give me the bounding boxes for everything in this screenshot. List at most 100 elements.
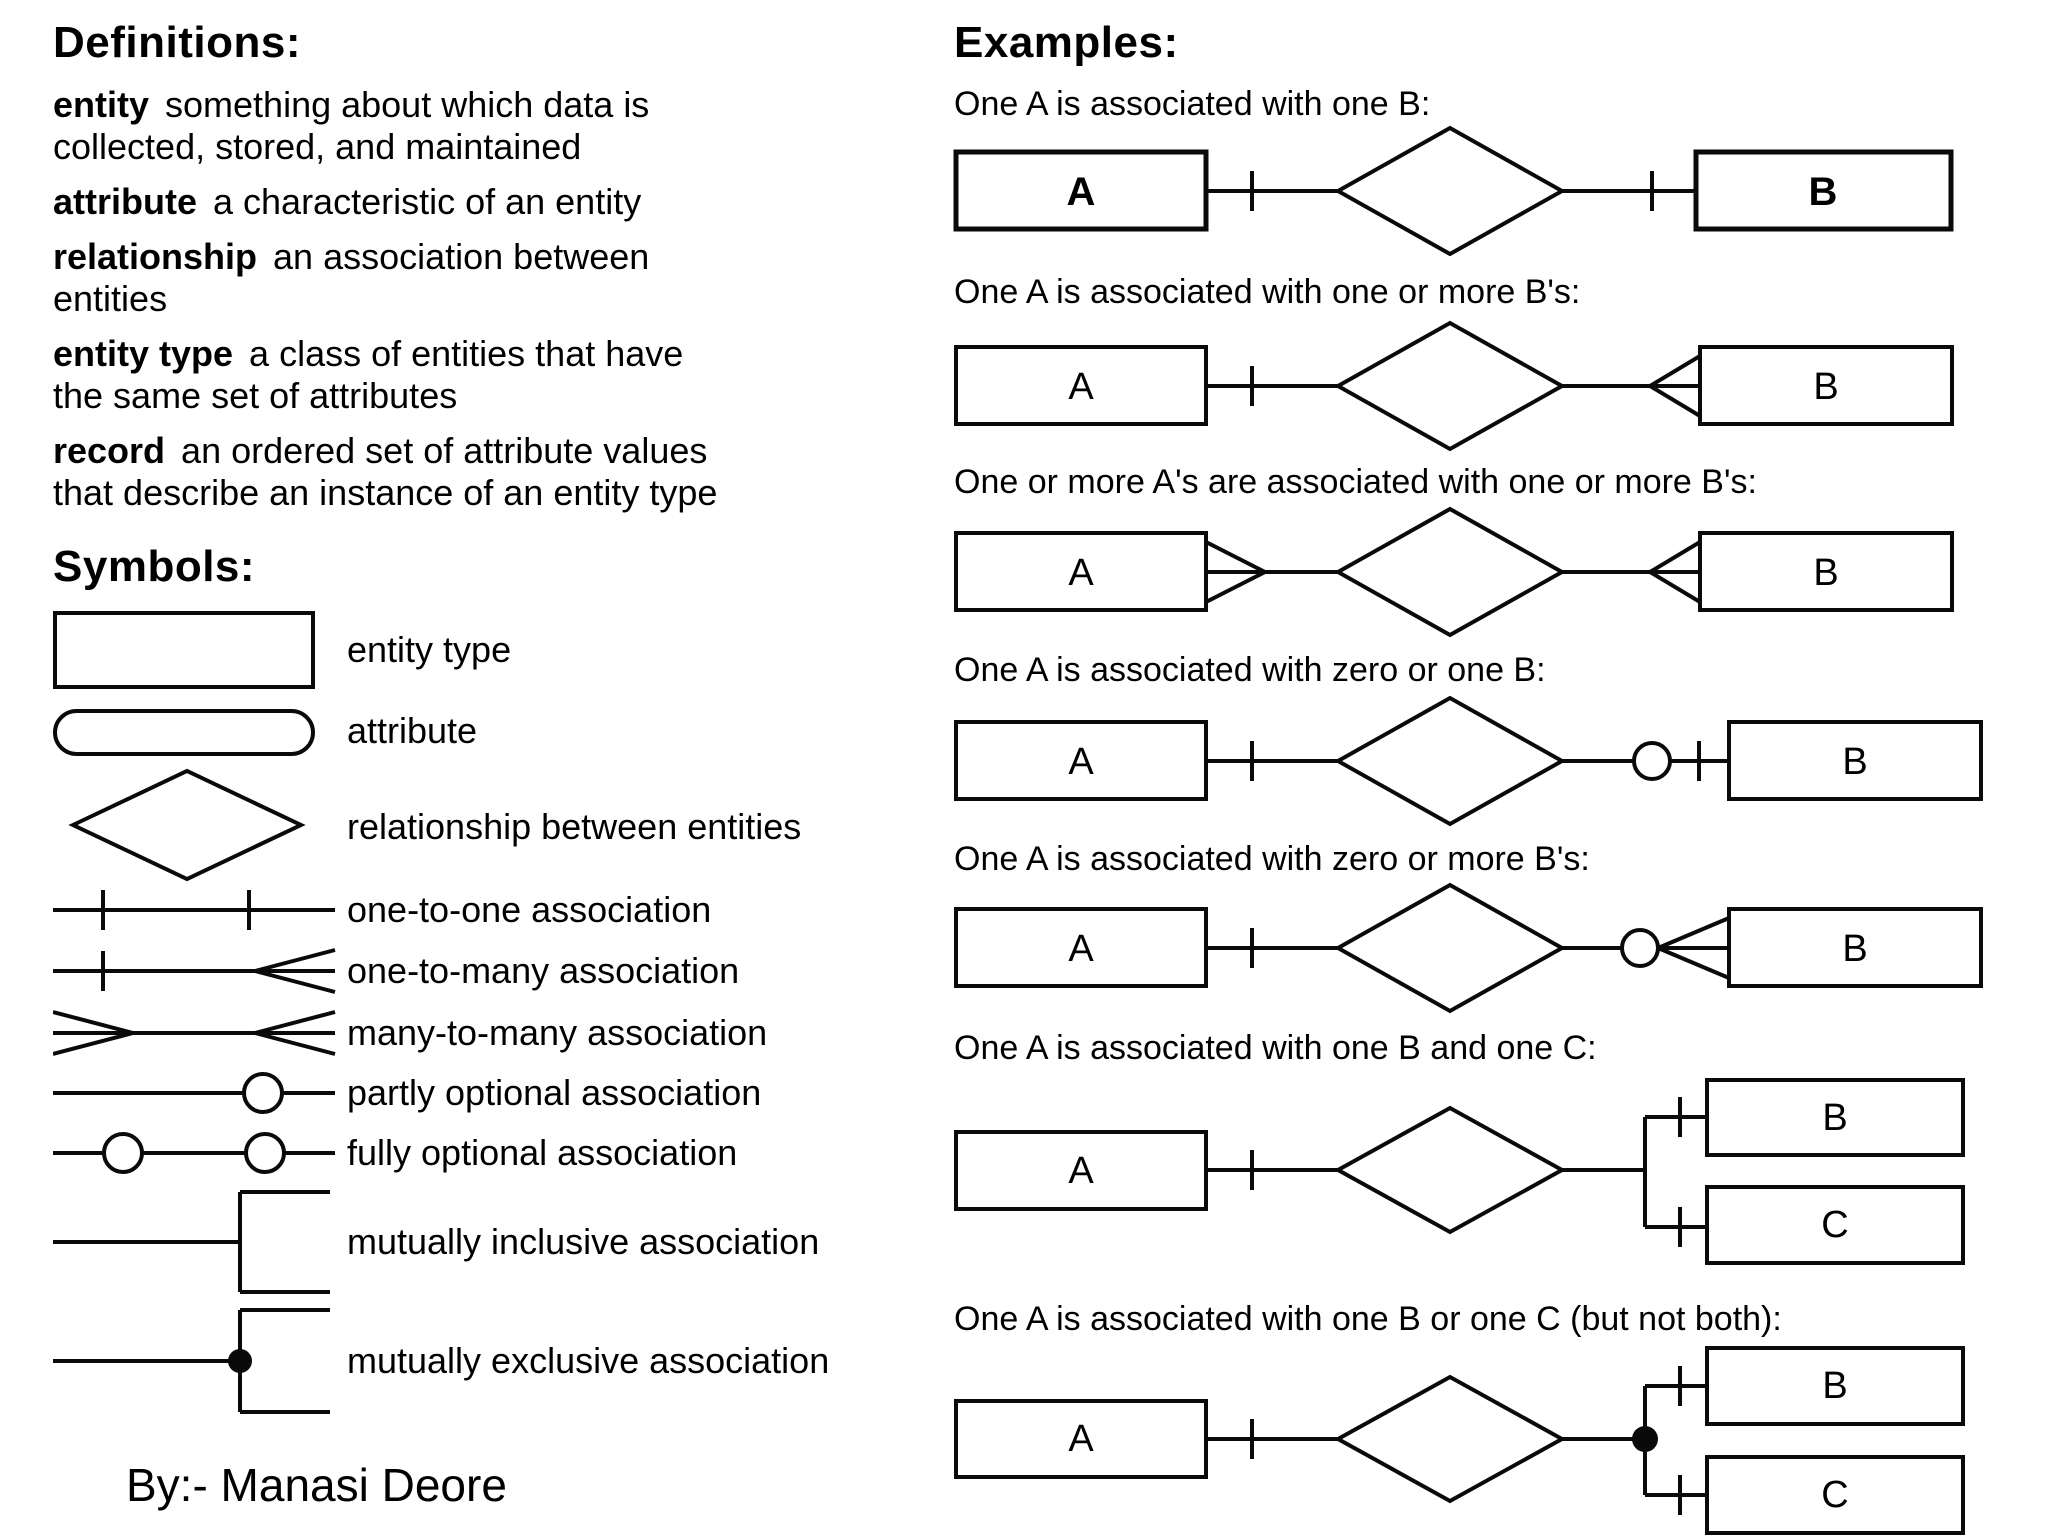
example-caption: One A is associated with one or more B's… — [954, 273, 1581, 311]
relationship-diamond — [1333, 695, 1567, 827]
entity-label-b: B — [1822, 1365, 1847, 1407]
example-diagram-many-to-many: A B — [954, 506, 1954, 638]
definition-term: entity type — [53, 333, 234, 374]
relationship-diamond — [1333, 1374, 1567, 1504]
example-diagram-inclusive-branch: B A C — [954, 1078, 1965, 1265]
entity-box-c — [1705, 1185, 1965, 1265]
entity-box-c — [1705, 1455, 1965, 1535]
definition-text-line2: the same set of attributes — [53, 375, 458, 416]
optional-circle — [1632, 741, 1672, 781]
definition-entity: entity something about which data is coll… — [53, 84, 913, 168]
example-diagram-zero-or-more: A B — [954, 882, 1983, 1014]
crow-foot — [1648, 570, 1702, 604]
crow-foot — [1657, 916, 1730, 950]
crow-foot — [1657, 946, 1730, 980]
attribute-rounded-rectangle-icon — [53, 709, 315, 756]
definitions-list: entity something about which data is coll… — [53, 84, 913, 527]
example-caption: One A is associated with one B or one C … — [954, 1300, 1782, 1338]
relationship-diamond — [1333, 125, 1567, 257]
entity-label-b: B — [1822, 1097, 1847, 1139]
crow-foot — [1205, 540, 1266, 574]
symbol-label: mutually exclusive association — [347, 1340, 830, 1381]
symbol-label: mutually inclusive association — [347, 1221, 820, 1262]
entity-label-a: A — [1068, 552, 1094, 594]
mutually-inclusive-bracket-icon — [53, 1190, 330, 1294]
definition-text: an ordered set of attribute values — [181, 430, 708, 471]
entity-box-a — [954, 345, 1208, 426]
example-caption: One A is associated with zero or one B: — [954, 651, 1546, 689]
definition-term: relationship — [53, 236, 258, 277]
example-diagram-one-to-many: A B — [954, 320, 1954, 452]
example-caption: One A is associated with one B and one C… — [954, 1029, 1597, 1067]
definition-term: record — [53, 430, 166, 471]
definition-text: a class of entities that have — [249, 333, 684, 374]
relationship-diamond — [1333, 882, 1567, 1014]
entity-box-a — [954, 531, 1208, 612]
definition-entity-type: entity type a class of entities that have… — [53, 333, 913, 417]
crow-foot — [1648, 354, 1702, 388]
entity-label-a: A — [1068, 928, 1094, 970]
entity-label-a: A — [1067, 170, 1096, 214]
entity-type-rectangle-icon — [53, 611, 315, 689]
symbol-label: entity type — [347, 629, 512, 670]
crow-foot — [1648, 540, 1702, 574]
entity-label-b: B — [1813, 366, 1838, 408]
example-caption: One A is associated with one B: — [954, 85, 1431, 123]
partly-optional-line-icon — [53, 1072, 335, 1114]
mutually-exclusive-bracket-icon — [53, 1308, 330, 1414]
entity-label-a: A — [1068, 1418, 1094, 1460]
symbol-label: fully optional association — [347, 1132, 738, 1173]
symbol-label: one-to-one association — [347, 889, 712, 930]
example-caption: One A is associated with zero or more B'… — [954, 840, 1590, 878]
symbols-heading: Symbols: — [53, 542, 256, 591]
definition-text: a characteristic of an entity — [213, 181, 642, 222]
crow-foot — [1205, 570, 1266, 604]
entity-label-a: A — [1068, 1150, 1094, 1192]
entity-box-b — [1698, 531, 1954, 612]
definitions-heading: Definitions: — [53, 18, 301, 67]
entity-label-b: B — [1842, 928, 1867, 970]
entity-box-a — [954, 1399, 1208, 1479]
examples-heading: Examples: — [954, 18, 1179, 67]
entity-box-a — [954, 1130, 1208, 1211]
entity-label-c: C — [1821, 1474, 1848, 1516]
entity-box-b — [1727, 907, 1983, 988]
relationship-diamond — [1333, 1105, 1567, 1235]
entity-box-a — [954, 720, 1208, 801]
symbol-label: relationship between entities — [347, 806, 802, 847]
symbol-label: many-to-many association — [347, 1012, 768, 1053]
fully-optional-line-icon — [53, 1132, 335, 1174]
definition-text-line2: that describe an instance of an entity t… — [53, 472, 718, 513]
relationship-diamond-icon — [68, 768, 306, 882]
definition-term: entity — [53, 84, 150, 125]
crow-foot — [1648, 384, 1702, 418]
definition-record: record an ordered set of attribute values… — [53, 430, 913, 514]
symbol-label: attribute — [347, 710, 478, 751]
example-diagram-one-to-one: A B — [953, 125, 1954, 257]
one-to-many-line-icon — [53, 948, 336, 994]
entity-label-b: B — [1842, 741, 1867, 783]
entity-box-b — [1705, 1346, 1965, 1426]
entity-box-b — [1705, 1078, 1965, 1157]
entity-box-b — [1693, 149, 1954, 232]
example-diagram-zero-or-one: A B — [954, 695, 1983, 827]
entity-label-a: A — [1068, 741, 1094, 783]
optional-circle — [1620, 928, 1660, 968]
definition-text-line2: entities — [53, 278, 168, 319]
one-to-one-line-icon — [53, 890, 335, 930]
example-diagram-exclusive-branch: B A C — [954, 1346, 1965, 1535]
many-to-many-line-icon — [53, 1010, 336, 1056]
relationship-diamond — [1333, 506, 1567, 638]
example-caption: One or more A's are associated with one … — [954, 463, 1757, 501]
symbol-label: partly optional association — [347, 1072, 762, 1113]
definition-text: something about which data is — [165, 84, 650, 125]
entity-box-b — [1727, 720, 1983, 801]
symbol-label: one-to-many association — [347, 950, 740, 991]
definition-text-line2: collected, stored, and maintained — [53, 126, 582, 167]
examples-panel: Examples: One A is associated with one B… — [950, 0, 2048, 1536]
author-credit: By:- Manasi Deore — [126, 1459, 507, 1511]
entity-label-b: B — [1813, 552, 1838, 594]
entity-box-b — [1698, 345, 1954, 426]
